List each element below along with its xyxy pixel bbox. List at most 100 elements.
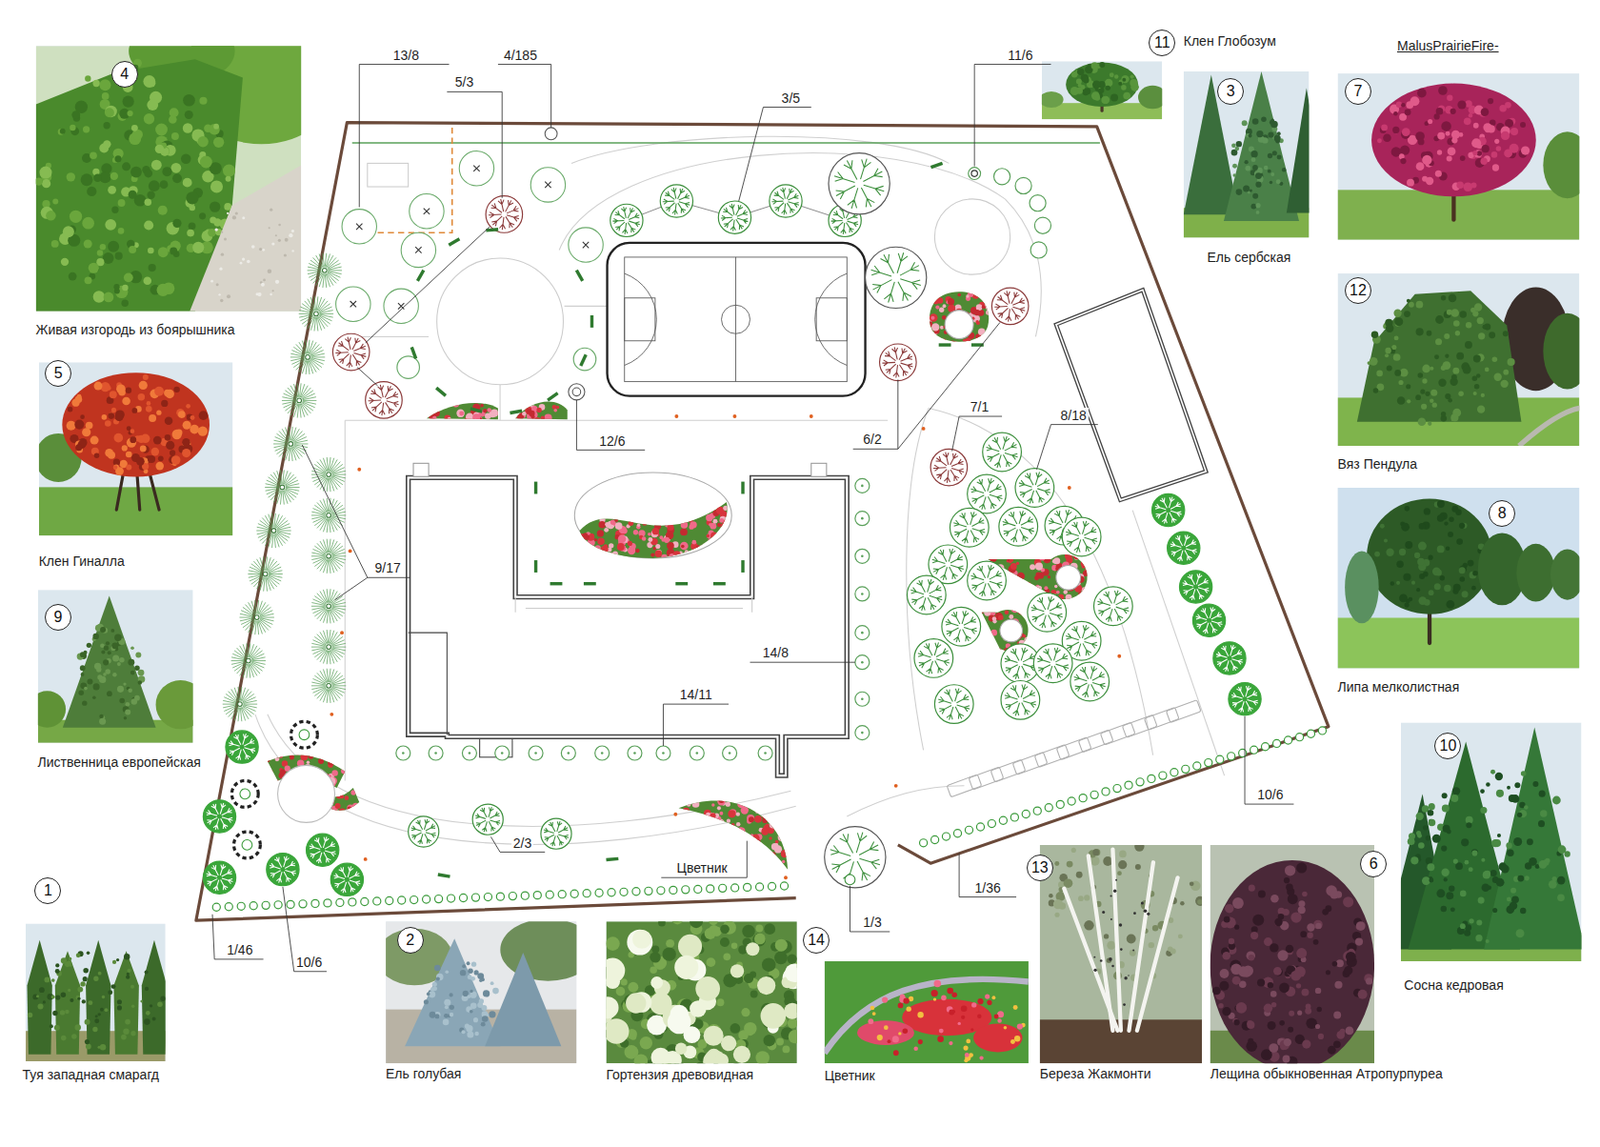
photo-texture [172, 219, 181, 228]
photo-texture [703, 1025, 724, 1046]
photo-texture [1406, 299, 1411, 303]
photo-texture [1099, 61, 1105, 68]
flower [582, 549, 591, 558]
photo-shape [1542, 131, 1580, 199]
photo-texture [650, 976, 663, 989]
photo-texture [125, 464, 132, 471]
flower [663, 537, 670, 543]
flower [600, 545, 609, 554]
photo-texture [1252, 164, 1259, 171]
photo-texture [1394, 335, 1400, 340]
flower [935, 295, 940, 300]
photo-texture [52, 199, 59, 205]
photo-texture [147, 247, 155, 255]
photo-texture [143, 220, 154, 230]
photo-texture [1464, 923, 1472, 931]
photo-texture [1477, 317, 1484, 324]
photo-texture [1270, 120, 1278, 128]
photo-texture [114, 433, 124, 443]
photo-texture [130, 1030, 136, 1036]
flower [674, 520, 679, 524]
photo-line [824, 979, 1029, 1054]
photo-texture [1538, 820, 1545, 827]
photo-texture [754, 933, 766, 945]
photo-texture [977, 998, 983, 1004]
photo-texture [1435, 315, 1444, 324]
flower [677, 509, 680, 513]
photo-texture [81, 999, 86, 1003]
plant-photo [1040, 844, 1202, 1063]
photo-texture [763, 1034, 776, 1046]
photo-texture [1399, 548, 1406, 556]
photo-texture [466, 960, 471, 965]
photo-texture [1110, 894, 1113, 897]
photo-texture [144, 969, 149, 974]
photo-texture [80, 173, 94, 186]
photo-texture [157, 1000, 163, 1007]
photo-texture [937, 1035, 944, 1042]
photo-texture [147, 79, 156, 87]
photo-texture [93, 290, 105, 302]
photo-texture [60, 991, 67, 998]
photo-texture [155, 144, 164, 154]
photo-texture [731, 1062, 742, 1064]
flower [1023, 581, 1032, 590]
photo-texture [267, 269, 272, 274]
photo-texture [1120, 947, 1123, 951]
photo-texture [1300, 930, 1307, 938]
photo-texture [131, 124, 139, 132]
photo-texture [119, 657, 125, 663]
photo-texture [1120, 84, 1127, 91]
photo-texture [963, 1058, 968, 1062]
photo-shape [189, 165, 301, 312]
photo-texture [1437, 544, 1445, 553]
photo-texture [1460, 310, 1467, 318]
photo-texture [917, 1011, 923, 1018]
photo-texture [1440, 575, 1445, 580]
photo-texture [658, 920, 666, 926]
photo-texture [275, 280, 280, 284]
photo-texture [1243, 160, 1248, 164]
photo-texture [51, 995, 56, 1000]
photo-texture [1416, 161, 1425, 171]
photo-texture [1132, 949, 1135, 952]
photo-texture [130, 670, 136, 676]
photo-texture [1404, 602, 1410, 608]
photo-texture [128, 190, 138, 200]
photo-texture [900, 993, 906, 1000]
photo-texture [1457, 100, 1466, 109]
photo-texture [1270, 990, 1278, 998]
photo-texture [1236, 140, 1242, 147]
photo-shape [404, 938, 500, 1046]
photo-texture [760, 1002, 787, 1029]
photo-texture [1119, 922, 1122, 926]
photo-texture [1552, 796, 1561, 805]
photo-texture [467, 968, 474, 975]
photo-texture [1422, 824, 1428, 830]
photo-texture [906, 1005, 912, 1011]
photo-texture [113, 283, 120, 290]
flower [1019, 554, 1023, 559]
photo-texture [695, 976, 720, 1001]
photo-texture [1393, 309, 1401, 318]
photo-texture [81, 700, 87, 705]
photo-texture [1485, 781, 1490, 786]
flower [649, 496, 658, 504]
photo-texture [1480, 858, 1485, 862]
photo-texture [130, 984, 135, 989]
photo-texture [665, 939, 675, 948]
flower [931, 322, 940, 331]
photo-texture [1443, 520, 1448, 525]
photo-texture [1315, 987, 1321, 994]
photo-texture [226, 294, 231, 299]
photo-texture [1422, 571, 1429, 578]
photo-texture [158, 205, 168, 216]
photo-texture [153, 436, 162, 445]
flower [704, 492, 711, 499]
flower [725, 542, 733, 550]
photo-texture [1451, 374, 1458, 380]
photo-texture [730, 963, 744, 978]
photo-texture [94, 662, 101, 670]
photo-area [39, 486, 234, 536]
photo-texture [1382, 133, 1392, 142]
